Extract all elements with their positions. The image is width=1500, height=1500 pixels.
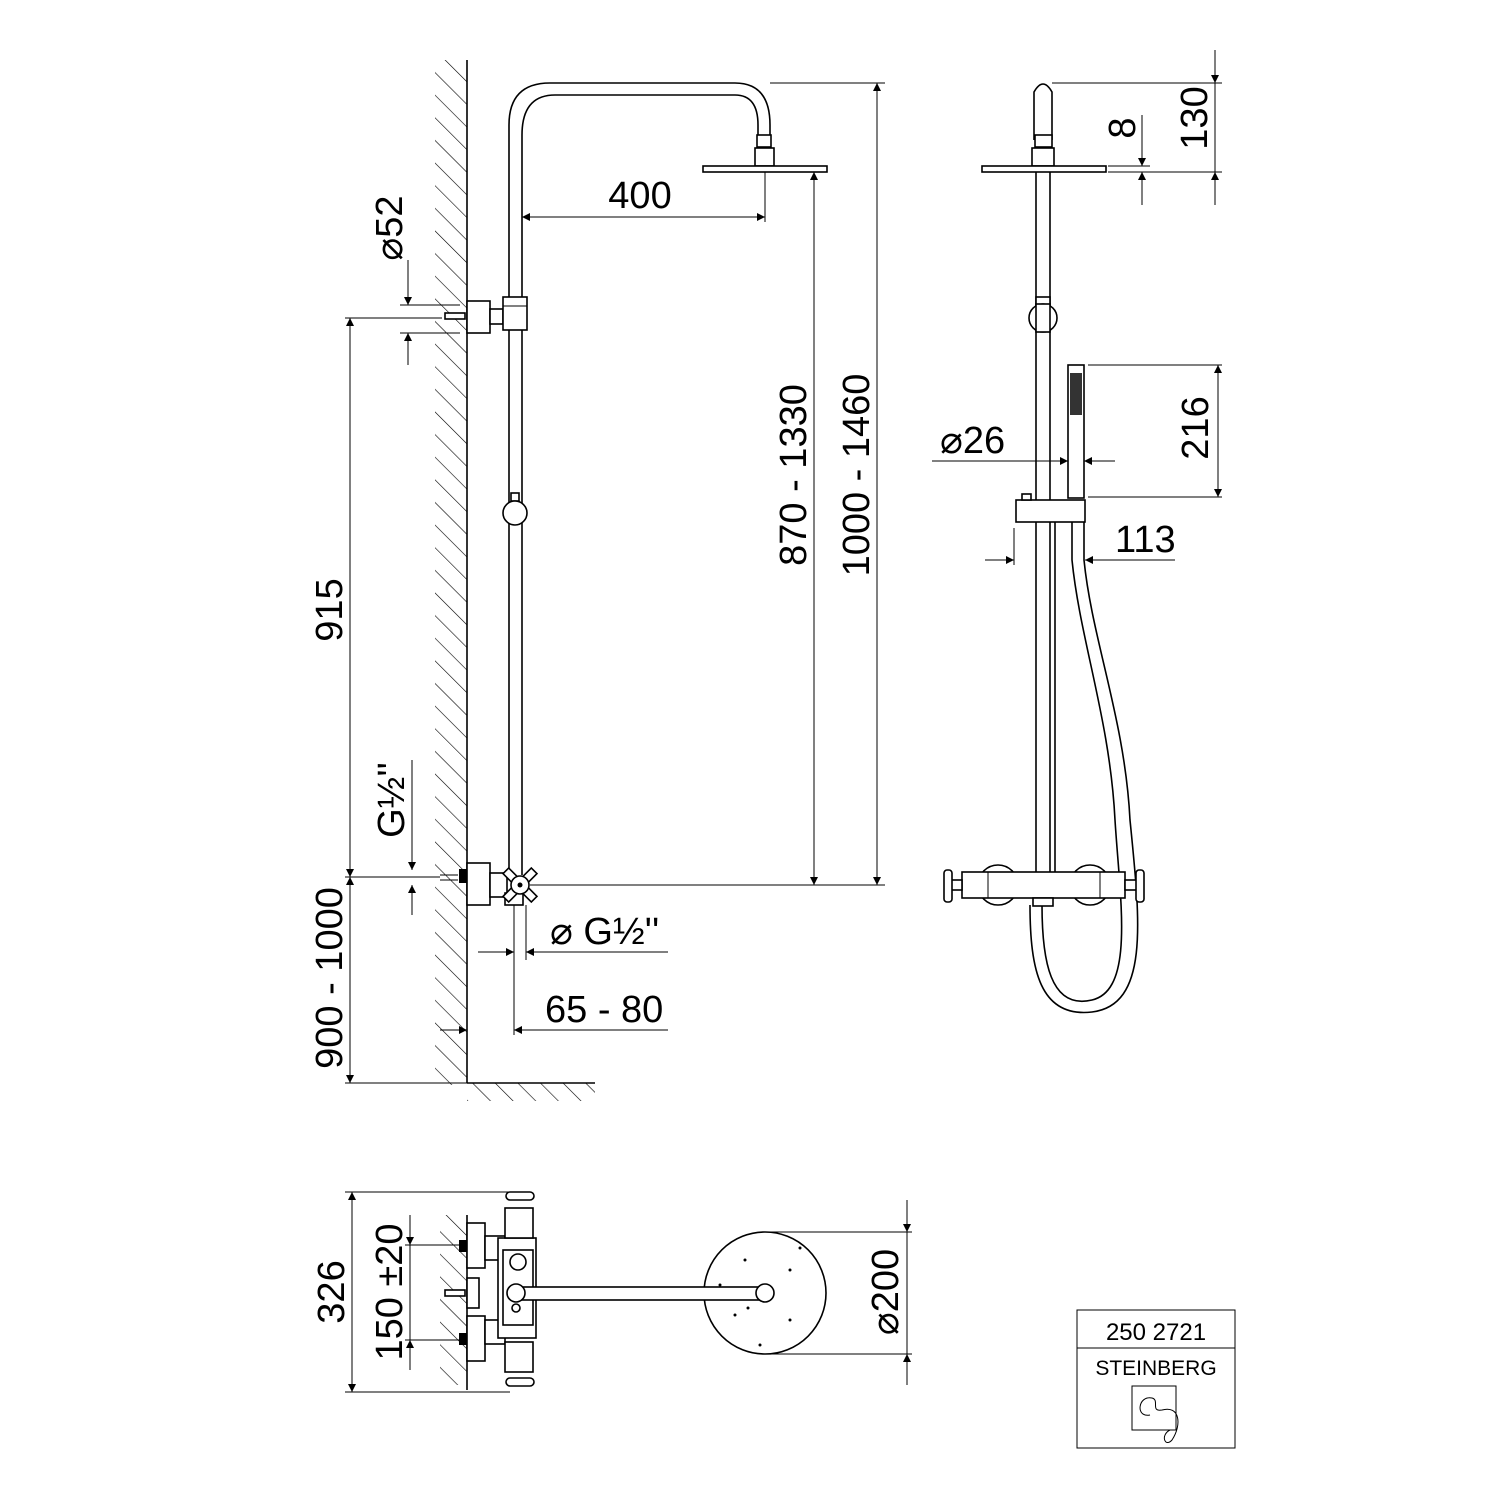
dim-diameter-200: ⌀200 (865, 1249, 907, 1335)
dim-inlet-thread: G½'' (371, 762, 413, 838)
steinberg-logo-icon (1131, 1385, 1179, 1444)
dim-400: 400 (608, 175, 671, 217)
shower-head-front (981, 165, 1107, 173)
dim-1000-1460: 1000 - 1460 (836, 374, 878, 577)
hose (1041, 522, 1123, 1003)
floor-hatch (467, 1083, 595, 1101)
dim-216: 216 (1175, 396, 1217, 459)
dim-diameter-52: ⌀52 (369, 195, 411, 260)
shower-arm-outer (508, 82, 771, 300)
valve-handle-icon (501, 866, 539, 904)
wall-hatch (435, 60, 467, 1085)
front-view: 130 8 216 ⌀26 113 (932, 50, 1222, 1014)
dim-326: 326 (311, 1260, 353, 1323)
upper-bracket (466, 300, 491, 334)
title-block: 250 2721 STEINBERG (1076, 1309, 1236, 1449)
shower-arm-top (514, 1286, 766, 1301)
thermostat-mixer (961, 871, 1126, 899)
slider-knob (502, 500, 528, 526)
dim-65-80: 65 - 80 (545, 989, 663, 1031)
dim-diameter-26: ⌀26 (940, 420, 1005, 462)
left-handle-icon (943, 869, 953, 903)
riser-top (1033, 83, 1053, 140)
dim-outlet-thread: ⌀ G½'' (550, 911, 659, 953)
dim-870-1330: 870 - 1330 (773, 384, 815, 566)
bottom-handle-icon (505, 1377, 535, 1387)
article-number: 250 2721 (1106, 1319, 1206, 1346)
top-view: 326 150 ±20 ⌀200 (311, 1191, 912, 1393)
shower-head-side (702, 165, 828, 173)
mixer-rosette (466, 862, 491, 906)
dim-130: 130 (1174, 86, 1216, 149)
side-view: 400 870 - 1330 1000 - 1460 ⌀52 915 G½'' … (309, 60, 885, 1101)
dim-150-20: 150 ±20 (369, 1223, 411, 1360)
slider (1015, 499, 1086, 523)
right-handle-icon (1135, 869, 1145, 903)
dim-113: 113 (1115, 519, 1176, 561)
shower-arm-inner (521, 94, 759, 300)
top-handle-icon (505, 1191, 535, 1201)
dim-915: 915 (309, 578, 351, 641)
brand-name: STEINBERG (1095, 1357, 1216, 1380)
dim-8: 8 (1102, 117, 1144, 138)
dim-900-1000: 900 - 1000 (309, 887, 351, 1069)
